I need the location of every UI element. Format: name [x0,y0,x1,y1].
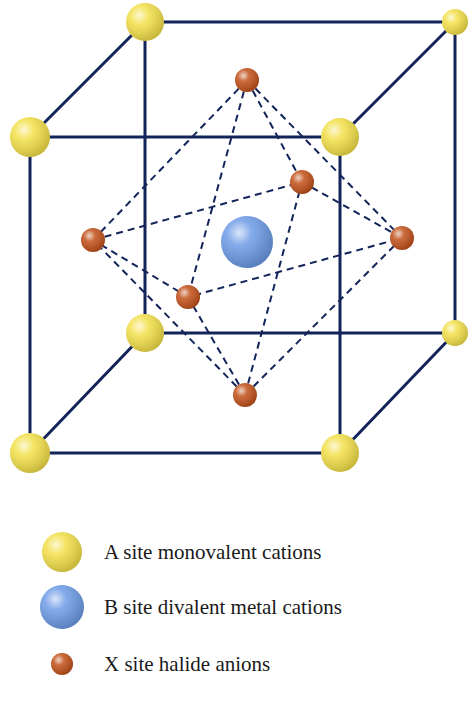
legend-text: A site monovalent cations [104,540,322,565]
b-site-cation [221,216,273,268]
swatch-highlight [40,585,84,629]
legend-swatch [38,640,86,688]
legend-entry: A site monovalent cations [38,528,322,576]
swatch-highlight [42,532,82,572]
legend-text: X site halide anions [104,652,270,677]
cube-edges [30,22,455,453]
legend-text: B site divalent metal cations [104,595,342,620]
legend-entry: B site divalent metal cations [38,583,342,631]
x-site-anions [81,68,414,407]
swatch-sphere [51,653,73,675]
legend-swatch [38,583,86,631]
swatch-sphere [40,585,84,629]
octahedron-edges [93,80,402,395]
legend-swatch [38,528,86,576]
swatch-highlight [51,653,73,675]
swatch-sphere [42,532,82,572]
a-site-cations [10,3,468,473]
legend-entry: X site halide anions [38,640,270,688]
